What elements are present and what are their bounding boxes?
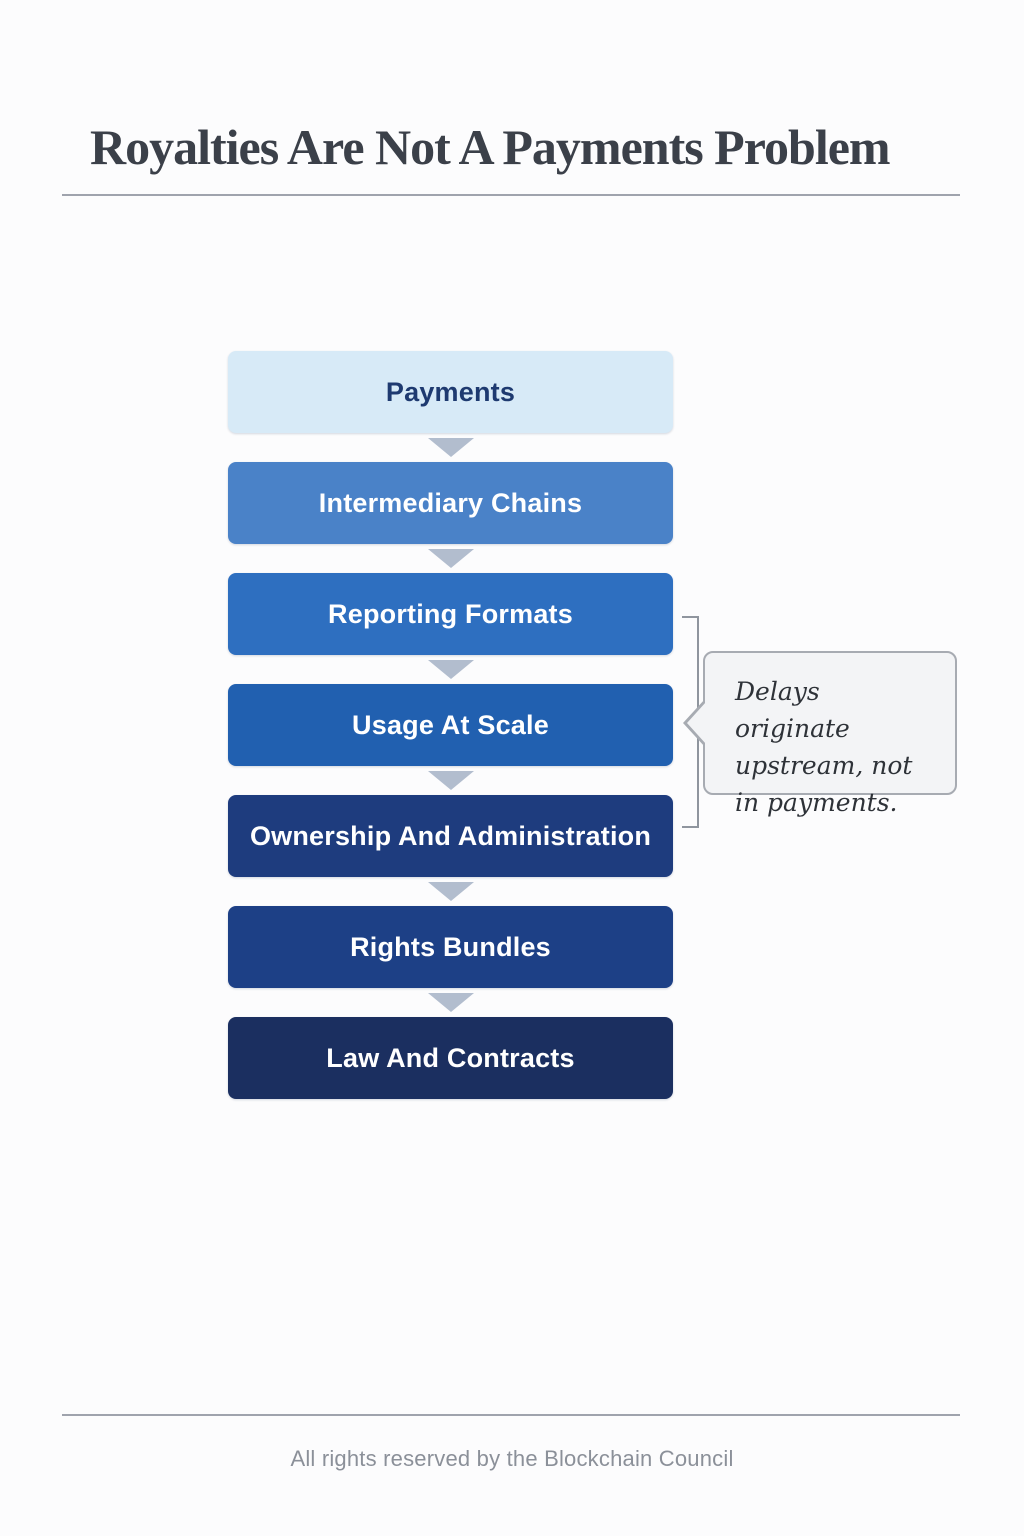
- footer-text: All rights reserved by the Blockchain Co…: [290, 1446, 734, 1471]
- flow-box-intermediary-chains: Intermediary Chains: [228, 462, 673, 544]
- flow-box-rights-bundles: Rights Bundles: [228, 906, 673, 988]
- flow-box-usage-at-scale: Usage At Scale: [228, 684, 673, 766]
- page-title: Royalties Are Not A Payments Problem: [90, 119, 891, 175]
- flow-diagram: Payments Intermediary Chains Reporting F…: [228, 351, 673, 1099]
- arrow-row: [228, 988, 673, 1017]
- arrow-row: [228, 877, 673, 906]
- down-arrow-icon: [427, 438, 474, 457]
- flow-box-reporting-formats: Reporting Formats: [228, 573, 673, 655]
- footer-divider: [62, 1414, 960, 1416]
- callout-text: Delays originate upstream, not in paymen…: [735, 677, 913, 817]
- arrow-row: [228, 544, 673, 573]
- down-arrow-icon: [427, 549, 474, 568]
- title-divider: [62, 194, 960, 196]
- down-arrow-icon: [427, 771, 474, 790]
- arrow-row: [228, 655, 673, 684]
- down-arrow-icon: [427, 660, 474, 679]
- arrow-row: [228, 766, 673, 795]
- flow-box-law-and-contracts: Law And Contracts: [228, 1017, 673, 1099]
- down-arrow-icon: [427, 993, 474, 1012]
- down-arrow-icon: [427, 882, 474, 901]
- flow-box-payments: Payments: [228, 351, 673, 433]
- flow-box-ownership-and-administration: Ownership And Administration: [228, 795, 673, 877]
- arrow-row: [228, 433, 673, 462]
- callout: Delays originate upstream, not in paymen…: [703, 651, 957, 817]
